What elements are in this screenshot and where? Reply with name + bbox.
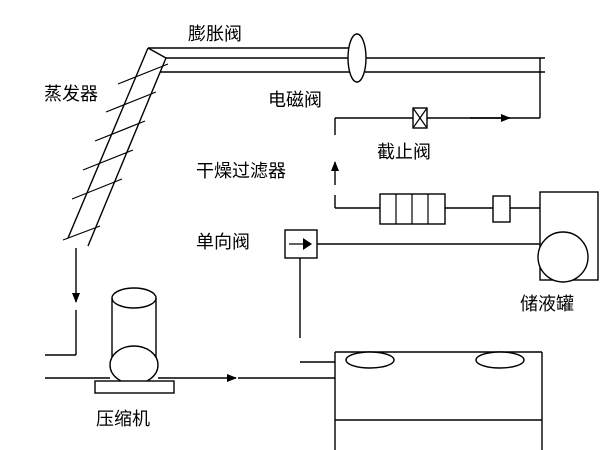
- suction-line: [45, 248, 80, 356]
- dryer-filter-row: [334, 193, 540, 225]
- compressor: [94, 287, 175, 394]
- compressor-plate: [94, 380, 175, 394]
- evaporator-top-cap: [147, 47, 167, 59]
- receiver-circle: [537, 231, 589, 283]
- evaporator: [62, 47, 169, 247]
- label-evaporator: 蒸发器: [44, 84, 98, 105]
- condenser-port: [475, 351, 525, 369]
- compressor-top: [111, 287, 157, 309]
- check-valve-line: [284, 229, 540, 338]
- sight-glass: [492, 195, 511, 223]
- top-pipes: [148, 33, 545, 118]
- label-receiver: 储液罐: [520, 294, 574, 315]
- condenser-tank: [334, 351, 543, 450]
- evaporator-tube-outer: [67, 47, 149, 239]
- check-valve-arrow-head: [303, 238, 312, 250]
- condenser-port: [345, 351, 395, 369]
- receiver-tank: [537, 191, 599, 283]
- liquid-line: [331, 107, 540, 185]
- evaporator-fin: [82, 149, 134, 171]
- stop-valve-cross: [412, 107, 428, 129]
- evaporator-fin: [71, 178, 123, 200]
- label-solenoid-valve: 电磁阀: [268, 90, 322, 111]
- evaporator-fin: [94, 120, 146, 142]
- label-compressor: 压缩机: [96, 409, 150, 430]
- compressor-base: [109, 345, 159, 385]
- label-stop-valve: 截止阀: [377, 142, 431, 163]
- expansion-valve-body: [347, 33, 367, 83]
- evaporator-fin: [117, 63, 169, 85]
- evaporator-fin: [62, 225, 101, 241]
- discharge-line: [45, 361, 335, 382]
- label-expansion-valve: 膨胀阀: [188, 24, 242, 45]
- label-dryer-filter: 干燥过滤器: [196, 161, 286, 182]
- label-check-valve: 单向阀: [196, 232, 250, 253]
- evaporator-fin: [105, 91, 157, 113]
